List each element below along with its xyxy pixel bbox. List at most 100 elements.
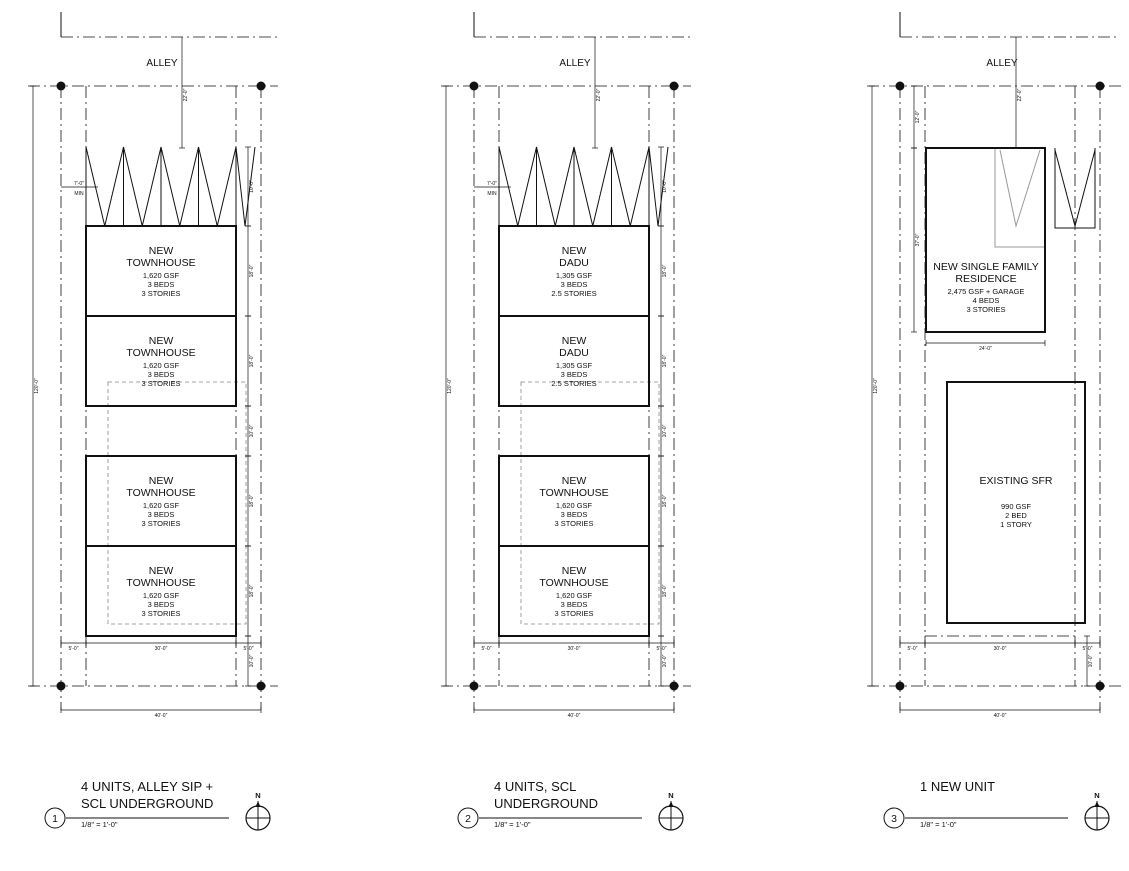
unit-name-line1: NEW [562, 475, 587, 487]
dimension-label: 12'-0" [915, 110, 921, 123]
plan-option-2: ALLEY120'-0"40'-0"22'-0"7'-0"MINNEWDADU1… [441, 12, 691, 831]
unit-name-line2: TOWNHOUSE [126, 487, 195, 499]
column-dot [669, 81, 679, 91]
grid-column-marker [469, 81, 479, 691]
dimension-label: 10'-0" [249, 654, 255, 667]
unit-gsf: 1,620 GSF [556, 501, 593, 510]
dimension-label: 5'-0" [482, 646, 492, 652]
unit-1-depth-dimension: 18'-0" [245, 225, 255, 317]
dimension-label: 120'-0" [34, 378, 40, 394]
title-block-2: 2 4 UNITS, SCL UNDERGROUND 1/8" = 1'-0" N [457, 779, 684, 831]
unit-4-depth-dimension: 18'-0" [245, 545, 255, 637]
dimension-label: 7'-0" [487, 181, 497, 187]
north-arrow-head [255, 801, 261, 807]
dimension-label: 5'-0" [244, 646, 254, 652]
sfr-depth-dimension: 37'-0" [911, 147, 921, 333]
dimension-label: 30'-0" [994, 646, 1007, 652]
front-setback-dimension: 10'-0" [658, 635, 668, 687]
unit-gsf: 1,620 GSF [143, 591, 180, 600]
unit-beds: 3 BEDS [148, 280, 175, 289]
unit-beds: 3 BEDS [561, 370, 588, 379]
north-arrow-head [1094, 801, 1100, 807]
unit-beds: 3 BEDS [148, 370, 175, 379]
column-dot [895, 681, 905, 691]
dimension-label: 5'-0" [1083, 646, 1093, 652]
plan-option-1: ALLEY120'-0"40'-0"22'-0"7'-0"MINNEWTOWNH… [28, 12, 278, 831]
lot-depth-dimension: 120'-0" [869, 85, 879, 687]
unit-name-line2: TOWNHOUSE [539, 577, 608, 589]
unit-footprint [498, 315, 650, 407]
dimension-label: 120'-0" [447, 378, 453, 394]
unit-beds: 3 BEDS [148, 510, 175, 519]
unit-2-depth-dimension: 18'-0" [245, 315, 255, 407]
drawing-scale: 1/8" = 1'-0" [920, 820, 957, 829]
garage [994, 147, 1046, 248]
unit-gsf: 2,475 GSF + GARAGE [948, 287, 1025, 296]
drawing-number-circle [457, 807, 479, 829]
dimension-label: 18'-0" [662, 494, 668, 507]
dimension-label: 10'-0" [662, 424, 668, 437]
drawing-title-line1: 4 UNITS, SCL [494, 779, 576, 794]
dimension-label: 10'-0" [1088, 654, 1094, 667]
dimension-label: 5'-0" [657, 646, 667, 652]
unit-name-line1: NEW SINGLE FAMILY [933, 261, 1038, 273]
unit-stories: 1 STORY [1000, 520, 1032, 529]
alley-label: ALLEY [986, 58, 1017, 69]
grid-column-marker [895, 81, 905, 691]
dimension-label: 30'-0" [155, 646, 168, 652]
dimension-label: 10'-0" [662, 654, 668, 667]
dimension-label: 40'-0" [994, 713, 1007, 719]
underground-scl-outline [107, 381, 247, 625]
dimension-label: 10'-0" [249, 424, 255, 437]
unit-name-line2: TOWNHOUSE [126, 257, 195, 269]
dimension-label: 7'-0" [74, 181, 84, 187]
lot-width-dimension: 40'-0" [60, 707, 262, 719]
unit-name-line2: TOWNHOUSE [126, 347, 195, 359]
lot-depth-dimension: 120'-0" [30, 85, 40, 687]
dimension-label: 120'-0" [873, 378, 879, 394]
side-stall [1054, 148, 1096, 229]
unit-stories: 2.5 STORIES [551, 379, 596, 388]
north-arrow: N [245, 791, 271, 831]
unit-footprint [85, 545, 237, 637]
unit-gsf: 1,305 GSF [556, 361, 593, 370]
dimension-label: 40'-0" [155, 713, 168, 719]
unit-name-line2: TOWNHOUSE [539, 487, 608, 499]
sfr-rear-dimension: 12'-0" [911, 85, 921, 149]
drawing-scale: 1/8" = 1'-0" [494, 820, 531, 829]
unit-name-line1: NEW [149, 475, 174, 487]
dimension-label: 40'-0" [568, 713, 581, 719]
parking-min-dimension: 7'-0"MIN [474, 181, 511, 197]
unit-name-line2: DADU [559, 257, 589, 269]
unit-gsf: 1,620 GSF [143, 501, 180, 510]
unit-beds: 3 BEDS [148, 600, 175, 609]
alley-offset-dimension: 22'-0" [179, 37, 189, 149]
unit-name-line2: DADU [559, 347, 589, 359]
side-stall-lines [1054, 148, 1096, 229]
grid-column-marker [256, 81, 266, 691]
dimension-label: 18'-0" [249, 264, 255, 277]
column-dot [469, 681, 479, 691]
dimension-label: 24'-0" [979, 346, 992, 352]
column-dot [56, 81, 66, 91]
unit-stories: 3 STORIES [554, 519, 593, 528]
drawing-scale: 1/8" = 1'-0" [81, 820, 118, 829]
dimension-label: 18'-0" [249, 354, 255, 367]
left-setback-dimension: 5'-0" [899, 640, 926, 652]
drawing-number: 2 [465, 813, 471, 825]
drawing-title-line1: 1 NEW UNIT [920, 779, 995, 794]
grid-column-marker [1095, 81, 1105, 691]
north-label: N [668, 791, 673, 800]
drawing-title-line2: UNDERGROUND [494, 796, 598, 811]
unit-stories: 3 STORIES [141, 379, 180, 388]
left-setback-dimension: 5'-0" [60, 640, 87, 652]
unit-beds: 3 BEDS [561, 280, 588, 289]
